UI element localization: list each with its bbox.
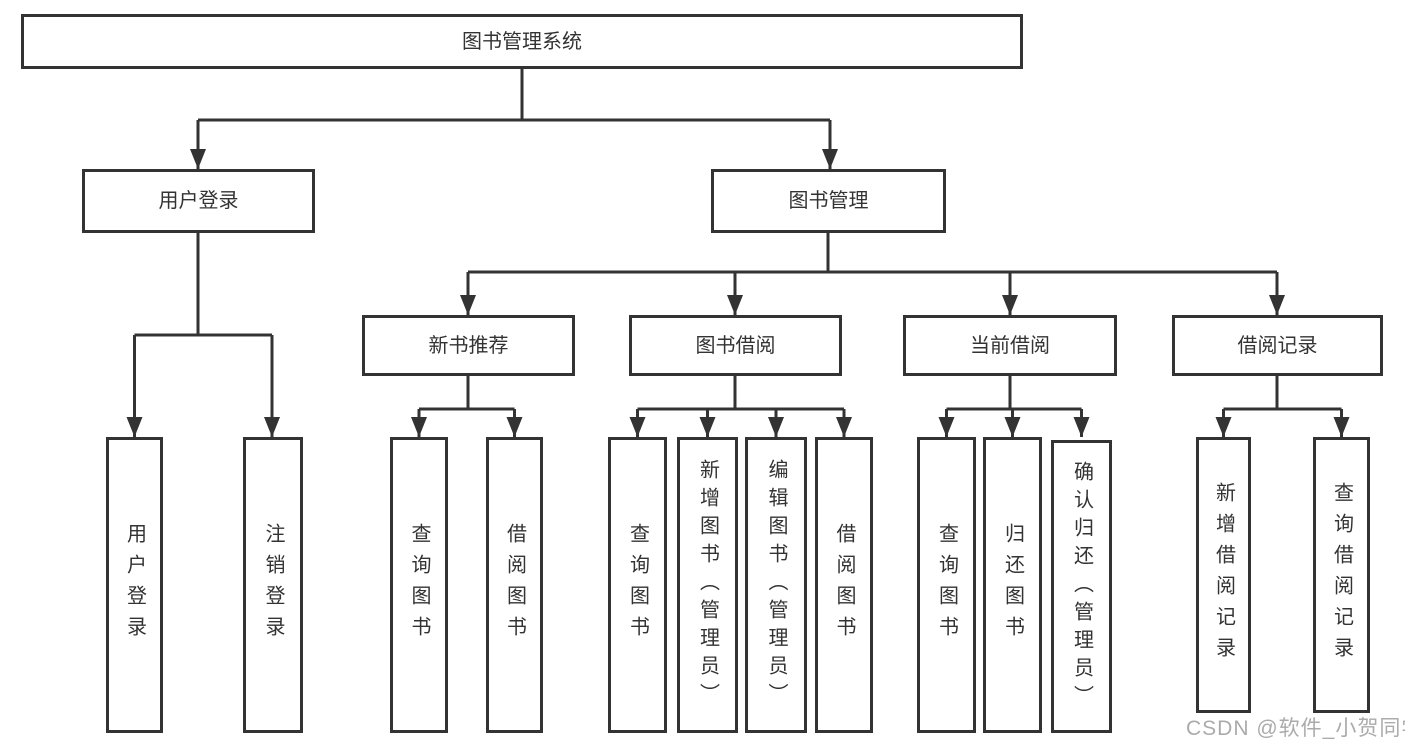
node-root: 图书管理系统 bbox=[21, 14, 1023, 69]
leaf-current-query-book: 查询图书 bbox=[917, 437, 976, 733]
leaf-borrow-add-book: 新增图书（管理员） bbox=[677, 437, 738, 733]
leaf-borrow-edit-book: 编辑图书（管理员） bbox=[745, 437, 807, 733]
leaf-recommend-query-book: 查询图书 bbox=[390, 437, 448, 733]
node-new-book-recommend: 新书推荐 bbox=[362, 315, 575, 376]
leaf-user-login-action: 用户登录 bbox=[106, 437, 163, 733]
node-book-management: 图书管理 bbox=[711, 169, 946, 233]
node-user-login: 用户登录 bbox=[82, 169, 315, 233]
node-current-borrow: 当前借阅 bbox=[903, 315, 1117, 376]
leaf-current-confirm-return: 确认归还（管理员） bbox=[1051, 440, 1112, 733]
node-borrow-record: 借阅记录 bbox=[1172, 315, 1383, 376]
leaf-record-add: 新增借阅记录 bbox=[1196, 437, 1251, 713]
leaf-borrow-query-book: 查询图书 bbox=[608, 437, 667, 733]
leaf-current-return-book: 归还图书 bbox=[983, 437, 1042, 733]
leaf-logout-action: 注销登录 bbox=[243, 437, 303, 733]
leaf-borrow-borrow-book: 借阅图书 bbox=[815, 437, 873, 733]
leaf-recommend-borrow-book: 借阅图书 bbox=[486, 437, 543, 733]
watermark: CSDN @软件_小贺同学 bbox=[1186, 717, 1405, 740]
node-book-borrow: 图书借阅 bbox=[629, 315, 842, 376]
leaf-record-query: 查询借阅记录 bbox=[1313, 437, 1370, 713]
